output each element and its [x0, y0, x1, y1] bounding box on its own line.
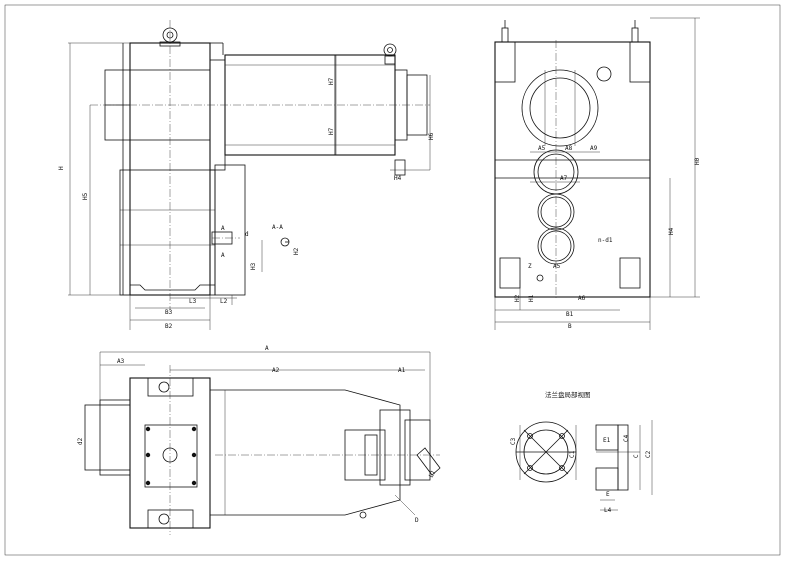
dim-H: H [58, 166, 65, 170]
dim-H2: H2 [293, 247, 300, 255]
dim-E: E [606, 491, 610, 498]
dim-H5: H5 [82, 192, 89, 200]
dim-C2: C2 [645, 450, 652, 458]
dim-L4: L4 [604, 507, 612, 514]
dim-B3: B3 [165, 309, 173, 316]
dim-L3: L3 [189, 298, 197, 305]
dim-H6: H6 [428, 132, 435, 140]
flange-detail-title: 法兰盘局部视图 [545, 390, 591, 399]
dim-A5-bottom: A5 [553, 263, 561, 270]
dim-C: C [633, 454, 640, 458]
dim-D: D [415, 517, 419, 524]
dim-C4: C4 [623, 434, 630, 442]
dim-H2-front: H2 [514, 294, 521, 302]
dim-A7: A7 [560, 175, 568, 182]
dim-n-d1: n-d1 [598, 237, 613, 244]
side-view: H H5 H7 H7 H6 H4 H3 H2 L3 L2 B3 B2 A-A d… [58, 20, 435, 330]
dim-H0: H0 [694, 157, 701, 165]
dim-d2: d2 [77, 437, 84, 445]
dim-E1: E1 [603, 437, 611, 444]
dim-H7-bottom: H7 [328, 127, 335, 135]
dim-A5-top: A5 [538, 145, 546, 152]
dim-H4-front: H4 [668, 227, 675, 235]
dim-H1: H1 [528, 294, 535, 302]
dim-A8: A8 [565, 145, 573, 152]
dim-B1: B1 [566, 311, 574, 318]
dim-A9: A9 [590, 145, 598, 152]
dim-C3: C3 [510, 437, 517, 445]
sheet-border [4, 4, 781, 556]
top-view: A A3 A2 A1 d2 D L1 [77, 345, 441, 535]
dim-H3: H3 [250, 262, 257, 270]
dim-A1: A1 [398, 367, 406, 374]
dim-A2: A2 [272, 367, 280, 374]
dim-B: B [568, 323, 572, 330]
section-mark-A-bottom: A [221, 252, 225, 259]
front-view: H0 A5 A8 A9 A7 H4 n-d1 Z A5 H2 H1 A6 B1 … [494, 17, 701, 330]
dim-A: A [265, 345, 269, 352]
dim-d: d [245, 231, 249, 238]
lifting-eye-icon [383, 43, 397, 57]
dim-A6: A6 [578, 295, 586, 302]
section-AA-label: A-A [272, 224, 283, 231]
gear-wheel-icon [521, 69, 599, 147]
dim-H7-top: H7 [328, 77, 335, 85]
dim-H4: H4 [394, 175, 402, 182]
flange-detail: 法兰盘局部视图 C3 C1 E1 C4 C C2 E L4 [510, 390, 653, 514]
dim-B2: B2 [165, 323, 173, 330]
dim-Z: Z [528, 263, 532, 270]
dim-L1: L1 [428, 469, 438, 479]
section-mark-A-top: A [221, 225, 225, 232]
front-housing [494, 41, 651, 298]
dim-A3: A3 [117, 358, 125, 365]
dim-C1: C1 [569, 450, 576, 458]
dim-L2: L2 [220, 298, 228, 305]
